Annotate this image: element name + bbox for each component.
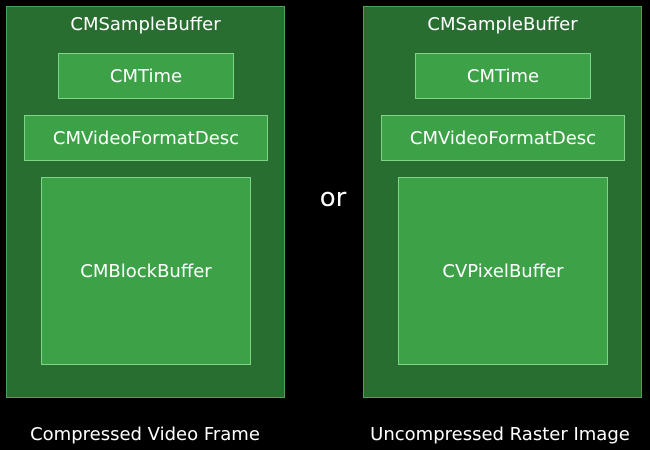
video-format-desc-box: CMVideoFormatDesc [24,115,268,161]
sample-buffer-title: CMSampleBuffer [427,14,578,35]
video-format-desc-label: CMVideoFormatDesc [52,127,240,149]
pixel-buffer-box: CVPixelBuffer [398,177,608,365]
pixel-buffer-label: CVPixelBuffer [442,260,564,282]
cmtime-box: CMTime [58,53,234,99]
block-buffer-box: CMBlockBuffer [41,177,251,365]
block-buffer-label: CMBlockBuffer [80,260,212,282]
video-format-desc-box: CMVideoFormatDesc [381,115,625,161]
sample-buffer-compressed: CMSampleBuffer CMTime CMVideoFormatDesc … [6,6,285,398]
cmtime-box: CMTime [415,53,591,99]
caption-compressed: Compressed Video Frame [30,424,260,445]
or-connector: or [319,183,347,213]
sample-buffer-uncompressed: CMSampleBuffer CMTime CMVideoFormatDesc … [363,6,642,398]
cmtime-label: CMTime [466,65,540,87]
cmtime-label: CMTime [109,65,183,87]
caption-uncompressed: Uncompressed Raster Image [370,424,630,445]
sample-buffer-title: CMSampleBuffer [70,14,221,35]
video-format-desc-label: CMVideoFormatDesc [409,127,597,149]
